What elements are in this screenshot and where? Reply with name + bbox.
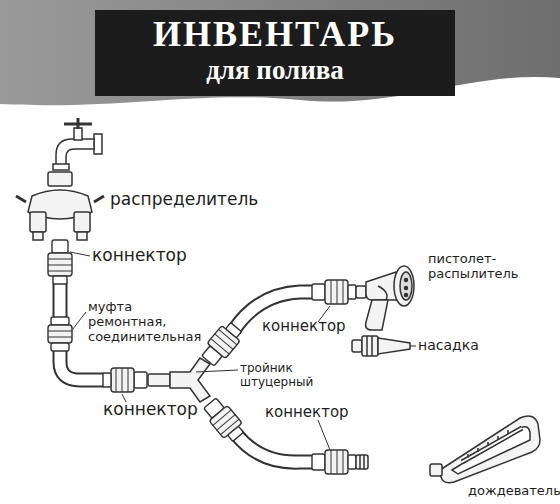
part-label: распределитель [110, 190, 280, 210]
part-label: коннектор [265, 404, 375, 421]
title: ИНВЕНТАРЬ для полива [95, 14, 455, 86]
connector-part [48, 240, 356, 474]
part-label: коннектор [92, 246, 212, 266]
part-label: коннектор [262, 318, 372, 335]
tee-fitting [148, 358, 210, 402]
title-banner [95, 10, 455, 96]
hose-fitting [356, 455, 368, 469]
part-label: насадка [418, 337, 508, 353]
part-label: коннектор [103, 400, 213, 420]
part-label: муфта ремонтная, соединительная [88, 300, 212, 345]
spray-gun [356, 266, 414, 330]
sprinkler [430, 416, 540, 483]
part-label: пистолет-распылитель [428, 252, 520, 282]
leader-line [70, 252, 416, 450]
part-label: тройник штуцерный [240, 362, 324, 390]
faucet [53, 118, 102, 170]
nozzle [352, 336, 410, 356]
distributor [16, 172, 104, 240]
part-label: дождеватель [468, 484, 558, 499]
top-band [0, 0, 560, 105]
